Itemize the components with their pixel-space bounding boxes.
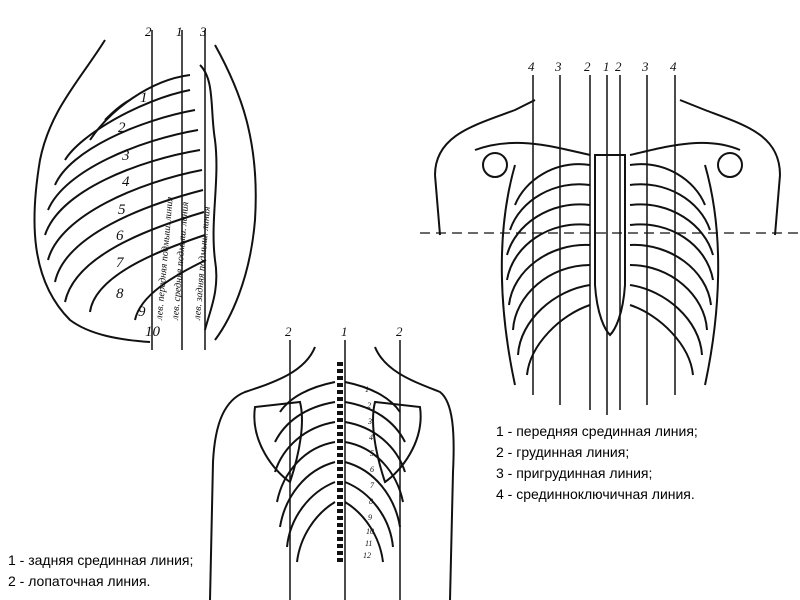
- front-num-1: 1: [603, 59, 610, 74]
- back-num-2r: 2: [396, 324, 403, 339]
- rib-num-4: 4: [122, 174, 130, 190]
- front-num-3l: 3: [554, 59, 562, 74]
- side-line-num-1: 1: [176, 24, 183, 39]
- svg-text:5: 5: [370, 449, 374, 458]
- svg-text:6: 6: [370, 465, 374, 474]
- sternum: [594, 154, 626, 337]
- rib-num-6: 6: [116, 228, 124, 244]
- front-num-4r: 4: [670, 59, 677, 74]
- rib-num-5: 5: [118, 202, 126, 218]
- back-legend-item-1: 1 - задняя срединная линия;: [8, 552, 194, 568]
- svg-text:7: 7: [370, 481, 375, 490]
- back-legend: 1 - задняя срединная линия; 2 - лопаточн…: [8, 550, 193, 592]
- svg-text:1: 1: [365, 385, 369, 394]
- svg-text:12: 12: [363, 551, 371, 560]
- right-shoulder-outline: [679, 99, 781, 176]
- front-num-2l: 2: [584, 59, 591, 74]
- front-legend: 1 - передняя срединная линия; 2 - грудин…: [496, 421, 698, 505]
- left-shoulder-outline: [434, 99, 536, 176]
- side-view-illustration: 2 1 3 1 2 3 4 5 6 7 8 9 10 лев. передняя…: [33, 24, 257, 350]
- svg-text:3: 3: [367, 417, 372, 426]
- svg-text:10: 10: [366, 527, 374, 536]
- rib-num-3: 3: [121, 148, 130, 164]
- front-legend-item-1: 1 - передняя срединная линия;: [496, 423, 698, 439]
- front-legend-item-3: 3 - пригрудинная линия;: [496, 465, 653, 481]
- back-outline: [214, 44, 257, 341]
- rib-num-8: 8: [116, 286, 124, 302]
- left-clavicle: [474, 141, 591, 156]
- front-num-4l: 4: [528, 59, 535, 74]
- front-num-2r: 2: [615, 59, 622, 74]
- svg-text:11: 11: [365, 539, 372, 548]
- back-view-illustration: 2 1 2 1 2 3 4 5 6 7 8 9 10 11 12: [209, 324, 455, 600]
- front-legend-item-4: 4 - срединноключичная линия.: [496, 486, 695, 502]
- front-num-3r: 3: [641, 59, 649, 74]
- rib-num-7: 7: [116, 255, 125, 271]
- svg-text:2: 2: [367, 401, 371, 410]
- side-line-num-3: 3: [199, 24, 207, 39]
- svg-text:4: 4: [369, 433, 373, 442]
- right-clavicle: [629, 141, 741, 156]
- rib-num-1: 1: [140, 90, 148, 106]
- front-legend-item-2: 2 - грудинная линия;: [496, 444, 630, 460]
- right-scapula: [372, 400, 422, 484]
- front-view-illustration: 4 3 2 1 2 3 4: [420, 59, 800, 415]
- svg-text:8: 8: [369, 497, 373, 506]
- rib-num-2: 2: [118, 120, 126, 136]
- back-num-1: 1: [341, 324, 348, 339]
- side-line-num-2: 2: [145, 24, 152, 39]
- back-legend-item-2: 2 - лопаточная линия.: [8, 573, 151, 589]
- rib-num-9: 9: [138, 304, 146, 320]
- back-right-outline: [374, 346, 455, 600]
- back-num-2l: 2: [285, 324, 292, 339]
- chest-outline: [33, 39, 151, 343]
- rib-num-10: 10: [145, 324, 161, 340]
- back-left-outline: [209, 346, 316, 600]
- side-label-posterior: лев. задняя подмыш. линия: [192, 206, 213, 322]
- svg-text:9: 9: [368, 513, 372, 522]
